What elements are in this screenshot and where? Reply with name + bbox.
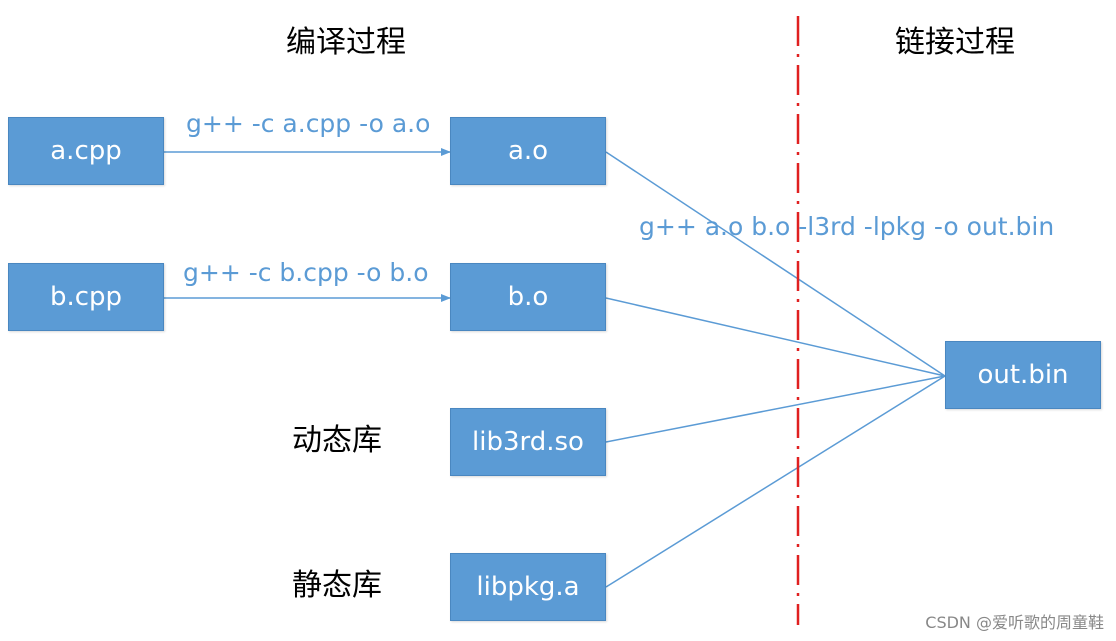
- node-lib3rd-so: lib3rd.so: [450, 408, 606, 476]
- link-process-title: 链接过程: [895, 25, 1015, 60]
- link-line-libpkg: [605, 375, 946, 588]
- compile-b-command: g++ -c b.cpp -o b.o: [183, 258, 429, 287]
- node-b-cpp: b.cpp: [8, 263, 164, 331]
- node-out-bin: out.bin: [945, 341, 1101, 409]
- compile-process-title: 编译过程: [286, 25, 406, 60]
- link-line-a-o: [605, 151, 946, 377]
- dynamic-library-label: 动态库: [292, 423, 382, 458]
- static-library-label: 静态库: [292, 568, 382, 603]
- compile-a-command: g++ -c a.cpp -o a.o: [186, 109, 431, 138]
- node-a-cpp: a.cpp: [8, 117, 164, 185]
- node-a-o: a.o: [450, 117, 606, 185]
- link-line-lib3rd: [605, 375, 946, 443]
- link-command: g++ a.o b.o -l3rd -lpkg -o out.bin: [639, 212, 1055, 241]
- node-libpkg-a: libpkg.a: [450, 553, 606, 621]
- node-b-o: b.o: [450, 263, 606, 331]
- link-line-b-o: [605, 297, 946, 377]
- csdn-watermark: CSDN @爱听歌的周童鞋: [925, 613, 1104, 632]
